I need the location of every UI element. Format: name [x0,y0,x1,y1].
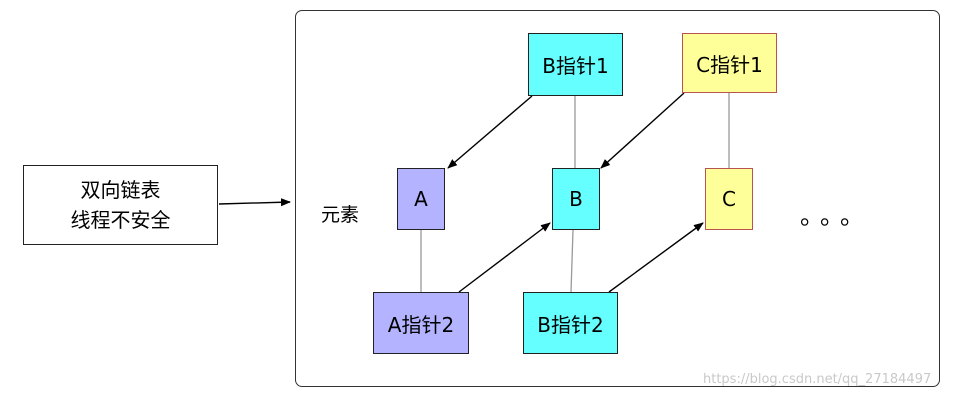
watermark-text: https://blog.csdn.net/qq_27184497 [703,372,932,387]
diagram-frame [295,10,940,387]
b-ptr2-to-c-arrow [608,222,704,293]
element-label: 元素 [321,204,360,226]
note-line-2: 线程不安全 [70,208,171,232]
b-to-b-ptr2-line [570,229,574,293]
node-c: C [705,168,753,230]
c-ptr1-to-b-arrow [600,92,685,169]
a-ptr2-to-b-arrow [458,222,551,293]
note-line-1: 双向链表 [80,178,161,202]
ellipsis: 。。。 [800,202,872,230]
linked-list-note: 双向链表 线程不安全 [23,165,218,245]
node-a: A [397,168,445,230]
node-b-pointer-2: B指针2 [523,292,618,354]
b-ptr1-to-a-arrow [447,95,533,169]
note-to-frame-arrow [218,198,291,207]
node-b-pointer-1: B指针1 [528,33,623,96]
node-a-pointer-2: A指针2 [373,292,469,354]
node-c-pointer-1: C指针1 [682,33,777,93]
node-b: B [552,168,600,230]
